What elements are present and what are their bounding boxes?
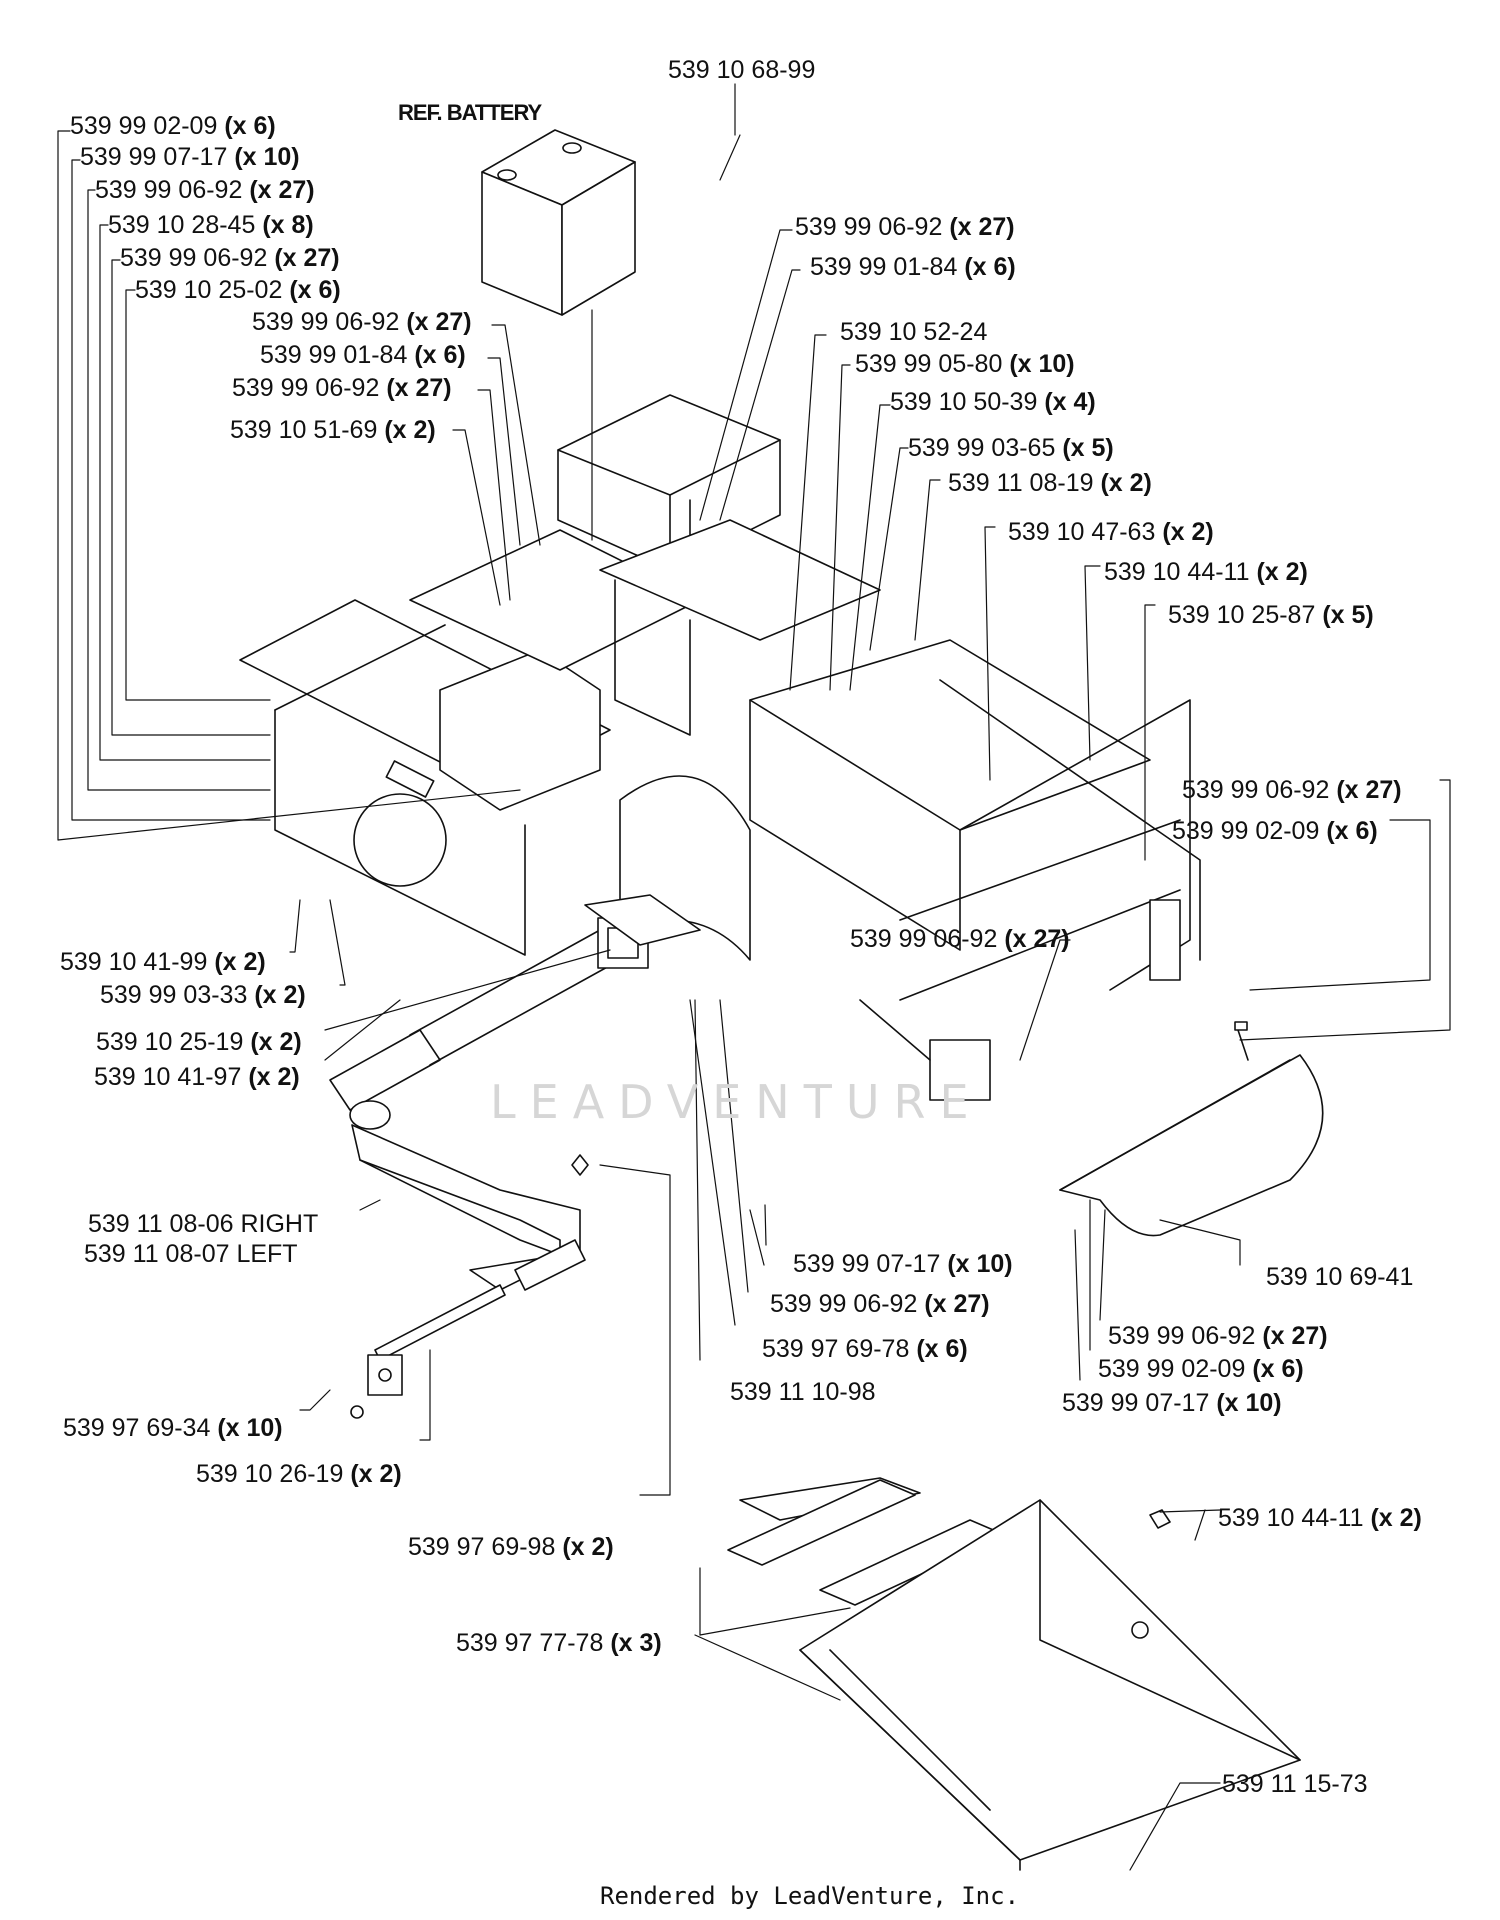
part-label: 539 10 69-41 xyxy=(1266,1263,1414,1291)
part-label: 539 11 08-07 LEFT xyxy=(84,1240,298,1268)
part-label: 539 99 05-80 (x 10) xyxy=(855,350,1075,378)
footer-credit: Rendered by LeadVenture, Inc. xyxy=(600,1882,1020,1910)
ref-battery-label: REF. BATTERY xyxy=(398,100,542,125)
part-label: 539 99 06-92 (x 27) xyxy=(252,308,472,336)
part-label: 539 99 06-92 (x 27) xyxy=(120,244,340,272)
part-label: 539 10 51-69 (x 2) xyxy=(230,416,436,444)
part-label: 539 10 25-19 (x 2) xyxy=(96,1028,302,1056)
part-label: 539 10 44-11 (x 2) xyxy=(1218,1504,1422,1532)
part-label: 539 10 26-19 (x 2) xyxy=(196,1460,402,1488)
part-label: 539 99 03-33 (x 2) xyxy=(100,981,306,1009)
leader-lines xyxy=(57,83,1451,1871)
part-label: 539 10 47-63 (x 2) xyxy=(1008,518,1214,546)
part-label: 539 99 07-17 (x 10) xyxy=(793,1250,1013,1278)
part-label: 539 99 02-09 (x 6) xyxy=(70,112,276,140)
part-label: 539 11 15-73 xyxy=(1222,1770,1368,1798)
part-label: 539 10 52-24 xyxy=(840,318,988,346)
part-label: 539 10 28-45 (x 8) xyxy=(108,211,314,239)
part-label: 539 10 50-39 (x 4) xyxy=(890,388,1096,416)
part-label: 539 99 07-17 (x 10) xyxy=(80,143,300,171)
part-label: 539 99 06-92 (x 27) xyxy=(1182,776,1402,804)
part-label: 539 97 69-34 (x 10) xyxy=(63,1414,283,1442)
foot-pad-drawing xyxy=(727,1477,1006,1606)
part-label: 539 99 02-09 (x 6) xyxy=(1172,817,1378,845)
part-label: 539 11 08-19 (x 2) xyxy=(948,469,1152,497)
part-label: 539 99 06-92 (x 27) xyxy=(95,176,315,204)
part-label: 539 10 41-97 (x 2) xyxy=(94,1063,300,1091)
part-label: 539 11 10-98 xyxy=(730,1378,876,1406)
floor-pan-drawing xyxy=(799,1499,1301,1871)
part-label: 539 10 25-87 (x 5) xyxy=(1168,601,1374,629)
part-label: 539 99 06-92 (x 27) xyxy=(232,374,452,402)
axle-drawing xyxy=(329,894,701,1111)
part-label: 539 97 77-78 (x 3) xyxy=(456,1629,662,1657)
battery-drawing xyxy=(481,129,636,316)
part-label: 539 99 06-92 (x 27) xyxy=(770,1290,990,1318)
part-label: 539 99 07-17 (x 10) xyxy=(1062,1389,1282,1417)
part-label: 539 10 41-99 (x 2) xyxy=(60,948,266,976)
part-label: 539 11 08-06 RIGHT xyxy=(88,1210,319,1238)
part-label: 539 99 06-92 (x 27) xyxy=(850,925,1070,953)
part-label: 539 97 69-98 (x 2) xyxy=(408,1533,614,1561)
part-label: 539 99 03-65 (x 5) xyxy=(908,434,1114,462)
part-label: 539 99 02-09 (x 6) xyxy=(1098,1355,1304,1383)
part-label: 539 99 06-92 (x 27) xyxy=(795,213,1015,241)
part-label: 539 10 25-02 (x 6) xyxy=(135,276,341,304)
part-label: 539 97 69-78 (x 6) xyxy=(762,1335,968,1363)
part-label: 539 99 01-84 (x 6) xyxy=(260,341,466,369)
part-label: 539 99 01-84 (x 6) xyxy=(810,253,1016,281)
watermark: LEADVENTURE xyxy=(490,1075,983,1129)
side-shield-drawing xyxy=(1059,1021,1324,1237)
part-label: 539 99 06-92 (x 27) xyxy=(1108,1322,1328,1350)
part-label: 539 10 68-99 xyxy=(668,56,816,84)
part-label: 539 10 44-11 (x 2) xyxy=(1104,558,1308,586)
caster-arm-drawing xyxy=(349,1100,589,1419)
